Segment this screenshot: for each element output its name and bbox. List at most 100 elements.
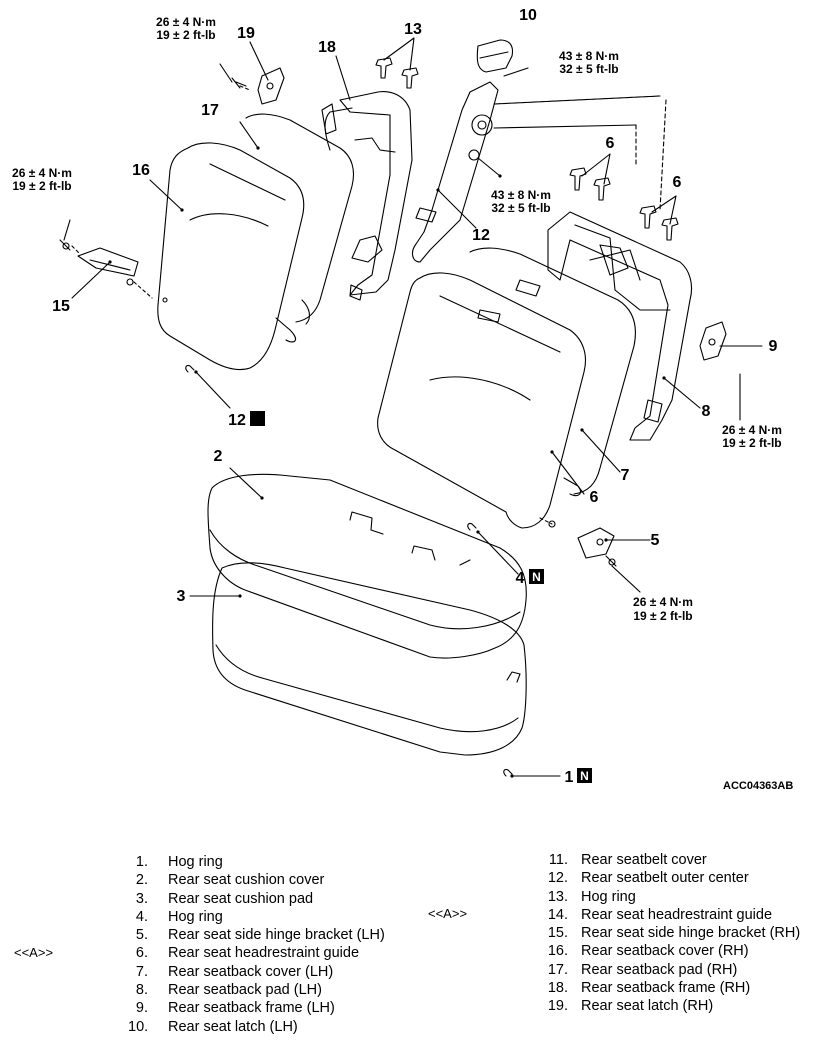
item-number: 12. (547, 870, 568, 887)
list-item: 17. Rear seatback pad (RH) (546, 961, 800, 979)
callout-9: 8 (702, 403, 711, 420)
torque-15-metric: 26 ± 4 N·m (12, 166, 72, 180)
new-part-badge-4-text: N (532, 570, 541, 584)
torque-11-metric: 43 ± 8 N·m (559, 49, 619, 63)
callout-1: 1 (565, 769, 574, 786)
item-number: 5. (135, 927, 148, 944)
torque-11-imperial: 32 ± 5 ft-lb (559, 62, 618, 76)
seatback-frame-rh-shape (321, 91, 413, 301)
item-number: 2. (135, 872, 148, 889)
callout-6a: 6 (606, 135, 615, 152)
item-name: Rear seatback pad (LH) (168, 982, 322, 999)
item-number: 17. (547, 961, 568, 978)
item-name: Rear seat latch (LH) (168, 1018, 298, 1035)
item-number: 6. (135, 945, 148, 962)
list-item: 1. Hog ring (128, 853, 385, 871)
list-item: 2. Rear seat cushion cover (128, 871, 385, 889)
list-item: 16. Rear seatback cover (RH) (546, 942, 800, 960)
list-item: 10.Rear seat latch (LH) (128, 1018, 385, 1036)
item-number: 18. (547, 980, 568, 997)
hog-ring-shapes (185, 364, 513, 777)
item-name: Hog ring (168, 854, 223, 870)
item-name: Rear seatbelt outer center (581, 870, 749, 887)
item-number: 16. (547, 943, 568, 960)
torque-10-imperial: 19 ± 2 ft-lb (722, 436, 781, 450)
callout-18: 18 (318, 39, 336, 56)
seatbelt-cover-shape (476, 39, 514, 73)
figure-reference: ACC04363AB (723, 780, 793, 792)
callout-3: 3 (177, 588, 186, 605)
item-name: Rear seat headrestraint guide (581, 906, 773, 923)
list-item: 9.Rear seatback frame (LH) (128, 999, 385, 1017)
exploded-view-diagram: 10 13 19 18 17 16 15 12 6 6 9 8 7 6 5 2 … (12, 7, 793, 792)
list-item: 12. Rear seatbelt outer center (546, 869, 800, 887)
callout-15: 15 (52, 298, 70, 315)
item-name: Rear seatbelt cover (581, 852, 707, 868)
torque-12-metric: 43 ± 8 N·m (491, 188, 551, 202)
item-name: Hog ring (581, 888, 636, 905)
list-item: 13.Hog ring (546, 888, 800, 906)
callout-8: 7 (621, 467, 630, 484)
note-left: <<A>> (14, 945, 54, 960)
list-item: 14. Rear seat headrestraint guide (546, 906, 800, 924)
callout-5: 5 (651, 532, 660, 549)
item-number: 19. (547, 998, 568, 1015)
headrest-guide-14-shape (375, 57, 419, 89)
item-name: Rear seatback frame (LH) (168, 1000, 335, 1017)
item-name: Hog ring (168, 908, 223, 925)
torque-19-imperial: 19 ± 2 ft-lb (156, 28, 215, 42)
list-item: 8. Rear seatback pad (LH) (128, 981, 385, 999)
list-item: 15.Rear seat side hinge bracket (RH) (546, 924, 800, 942)
callout-12: 12 (472, 227, 490, 244)
callout-13: 12 (228, 412, 246, 429)
callout-19: 19 (237, 25, 255, 42)
latch-rh-shape (231, 67, 285, 105)
cushion-cover-shape (207, 473, 527, 659)
callout-4: 4 (516, 570, 525, 587)
item-name: Rear seatback pad (RH) (581, 961, 738, 978)
list-item: 3. Rear seat cushion pad (128, 890, 385, 908)
callout-11: 10 (519, 7, 537, 24)
callout-6b: 6 (673, 174, 682, 191)
cushion-pad-shape (212, 562, 527, 756)
list-item: 5. Rear seat side hinge bracket (LH) (128, 926, 385, 944)
seatback-cover-lh-shape (377, 272, 587, 529)
leader-lines (63, 37, 763, 777)
hinge-bracket-rh-shape (59, 239, 153, 299)
item-number: 8. (135, 982, 148, 999)
callout-17: 17 (201, 102, 219, 119)
seatback-pad-lh-shape (469, 247, 636, 497)
item-name: Rear seat cushion pad (168, 890, 314, 907)
torque-5-metric: 26 ± 4 N·m (633, 595, 693, 609)
new-part-badge-1-text: N (580, 769, 589, 783)
leader-dots (108, 146, 666, 778)
item-name: Rear seat side hinge bracket (LH) (168, 927, 385, 944)
item-number: 3. (135, 890, 148, 907)
list-item: 6. Rear seat headrestraint guide (128, 944, 385, 962)
new-part-badge-4 (529, 569, 544, 584)
seatback-pad-rh-shape (245, 113, 355, 343)
new-part-badge-1 (577, 768, 592, 783)
new-part-badge-13 (250, 411, 265, 426)
headrest-guide-6-shape (569, 167, 679, 241)
callout-7: 6 (590, 489, 599, 506)
seatback-frame-lh-shape (547, 211, 693, 441)
callout-2: 2 (214, 448, 223, 465)
item-number: 14. (547, 906, 568, 923)
torque-12-imperial: 32 ± 5 ft-lb (491, 201, 550, 215)
torque-5-imperial: 19 ± 2 ft-lb (633, 609, 692, 623)
parts-list-right: 11.Rear seatbelt cover 12.Rear seatbelt … (546, 851, 800, 1016)
item-number: 4. (135, 908, 148, 925)
item-number: 1. (135, 854, 148, 870)
item-name: Rear seat headrestraint guide (168, 945, 360, 962)
item-name: Rear seat side hinge bracket (RH) (581, 925, 801, 942)
item-name: Rear seat cushion cover (168, 872, 325, 889)
seatbelt-assembly-shape (411, 81, 667, 263)
callout-10: 9 (769, 338, 778, 355)
list-item: 4. Hog ring (128, 908, 385, 926)
list-item: 19.Rear seat latch (RH) (546, 997, 800, 1015)
item-name: Rear seatback cover (RH) (581, 943, 749, 960)
list-item: 7.Rear seatback cover (LH) (128, 963, 385, 981)
note-right: <<A>> (428, 906, 468, 921)
latch-lh-shape (699, 321, 727, 361)
